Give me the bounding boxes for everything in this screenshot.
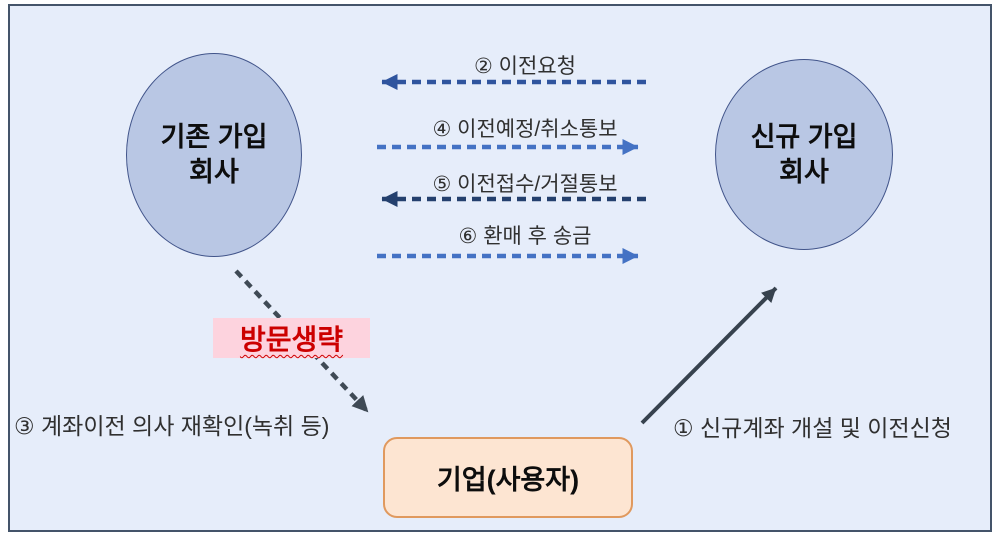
- existing-company-label: 기존 가입 회사: [160, 122, 268, 187]
- flow-label-redemption-remittance: ⑥ 환매 후 송금: [458, 225, 592, 248]
- visit-skip-badge: 방문생략: [213, 318, 370, 358]
- new-company-label: 신규 가입 회사: [750, 121, 858, 187]
- arrow-new-account-application: [640, 286, 778, 425]
- step3-label: ③ 계좌이전 의사 재확인(녹취 등): [14, 413, 330, 439]
- node-enterprise-user: 기업(사용자): [383, 437, 633, 518]
- flow-label-transfer-schedule-cancel-notice: ④ 이전예정/취소통보: [432, 118, 618, 141]
- flow-label-transfer-accept-reject-notice: ⑤ 이전접수/거절통보: [432, 173, 618, 196]
- enterprise-user-label: 기업(사용자): [436, 465, 580, 495]
- visit-skip-label: 방문생략: [239, 324, 344, 355]
- node-existing-company: 기존 가입 회사: [126, 53, 302, 257]
- flow-label-transfer-request: ② 이전요청: [474, 55, 576, 78]
- step1-label: ① 신규계좌 개설 및 이전신청: [673, 415, 952, 441]
- node-new-company: 신규 가입 회사: [715, 59, 893, 250]
- arrow-visit-skip: [234, 269, 370, 414]
